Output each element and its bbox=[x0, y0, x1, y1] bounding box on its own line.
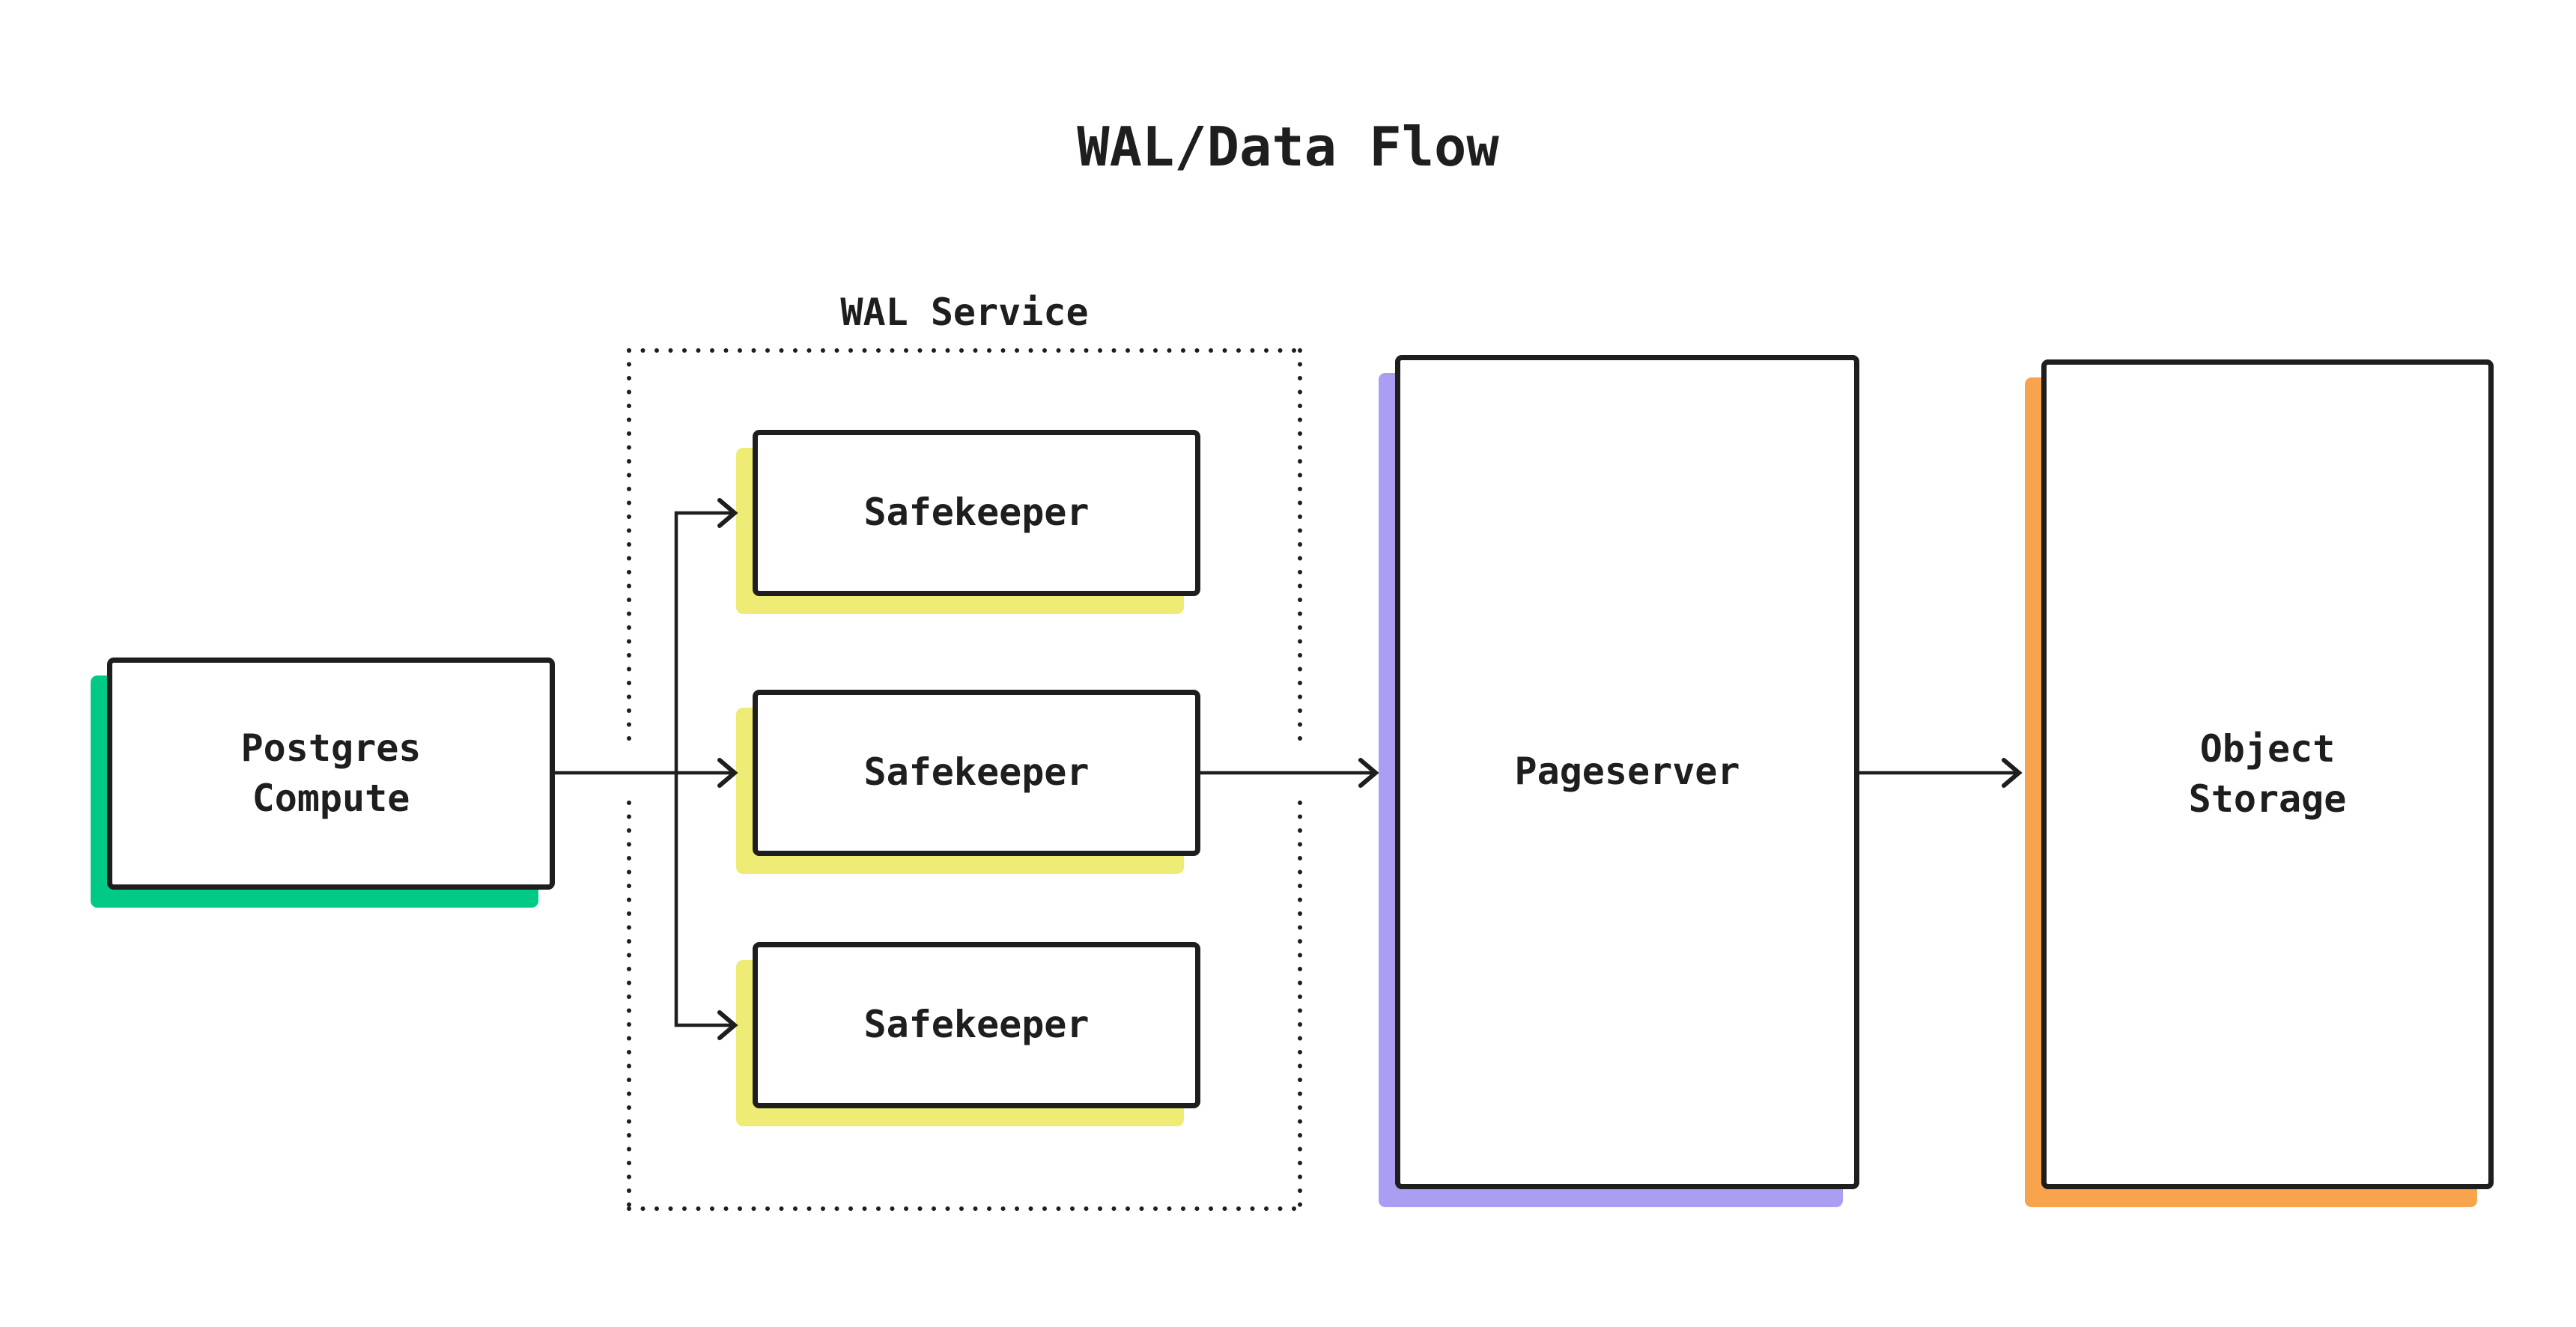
safekeeper-label-2: Safekeeper bbox=[863, 750, 1090, 795]
object-storage-label: Object Storage bbox=[2188, 726, 2347, 822]
safekeeper-node-2: Safekeeper bbox=[753, 690, 1200, 856]
wal-service-group-label: WAL Service bbox=[840, 291, 1089, 334]
arrow-branch-line bbox=[674, 511, 735, 1027]
arrow-compute-to-safekeepers bbox=[553, 498, 738, 1040]
arrow-head-safekeeper-3 bbox=[717, 1010, 738, 1040]
arrow-head-safekeeper-2 bbox=[717, 758, 738, 788]
arrow-head-pageserver bbox=[1358, 758, 1379, 788]
safekeeper-label-3: Safekeeper bbox=[863, 1003, 1090, 1047]
pageserver-node: Pageserver bbox=[1395, 355, 1859, 1189]
safekeeper-node-1: Safekeeper bbox=[753, 430, 1200, 596]
page-title: WAL/Data Flow bbox=[1077, 115, 1499, 178]
postgres-compute-node: Postgres Compute bbox=[107, 658, 555, 890]
safekeeper-label-1: Safekeeper bbox=[863, 491, 1090, 535]
arrow-pageserver-to-object-storage bbox=[1857, 758, 2023, 788]
object-storage-node: Object Storage bbox=[2041, 359, 2494, 1189]
pageserver-label: Pageserver bbox=[1514, 750, 1740, 794]
arrow-head-object-storage bbox=[2002, 758, 2023, 788]
arrow-head-safekeeper-1 bbox=[717, 498, 738, 528]
postgres-compute-label: Postgres Compute bbox=[240, 726, 422, 821]
safekeeper-node-3: Safekeeper bbox=[753, 942, 1200, 1108]
arrow-safekeeper-to-pageserver bbox=[1196, 758, 1379, 788]
